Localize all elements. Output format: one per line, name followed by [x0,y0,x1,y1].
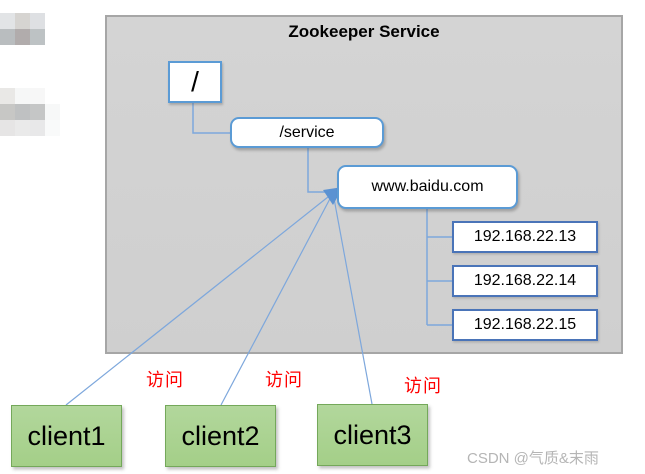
node-root: / [168,61,222,103]
censored-mosaic [0,13,45,45]
connector-service-to-domain [307,144,336,193]
node-ip-3: 192.168.22.15 [452,309,598,341]
arrow-line-client1 [65,192,334,406]
watermark-text: CSDN @气质&末雨 [467,450,599,467]
censored-mosaic [0,88,60,136]
client-box-2: client2 [165,405,276,467]
node-service: /service [230,117,384,148]
access-label-3: 访问 [404,376,442,396]
node-ip-1: 192.168.22.13 [452,221,598,253]
access-label-2: 访问 [265,370,303,390]
access-label-1: 访问 [146,370,184,390]
panel-title: Zookeeper Service [288,22,440,41]
connector-root-to-service [192,99,230,134]
client-box-1: client1 [11,405,122,467]
arrow-line-client2 [220,192,334,406]
node-ip-2: 192.168.22.14 [452,265,598,297]
node-domain: www.baidu.com [337,165,518,209]
connector-domain-to-ips [426,205,452,326]
arrow-line-client3 [332,192,373,405]
client-box-3: client3 [317,404,428,466]
